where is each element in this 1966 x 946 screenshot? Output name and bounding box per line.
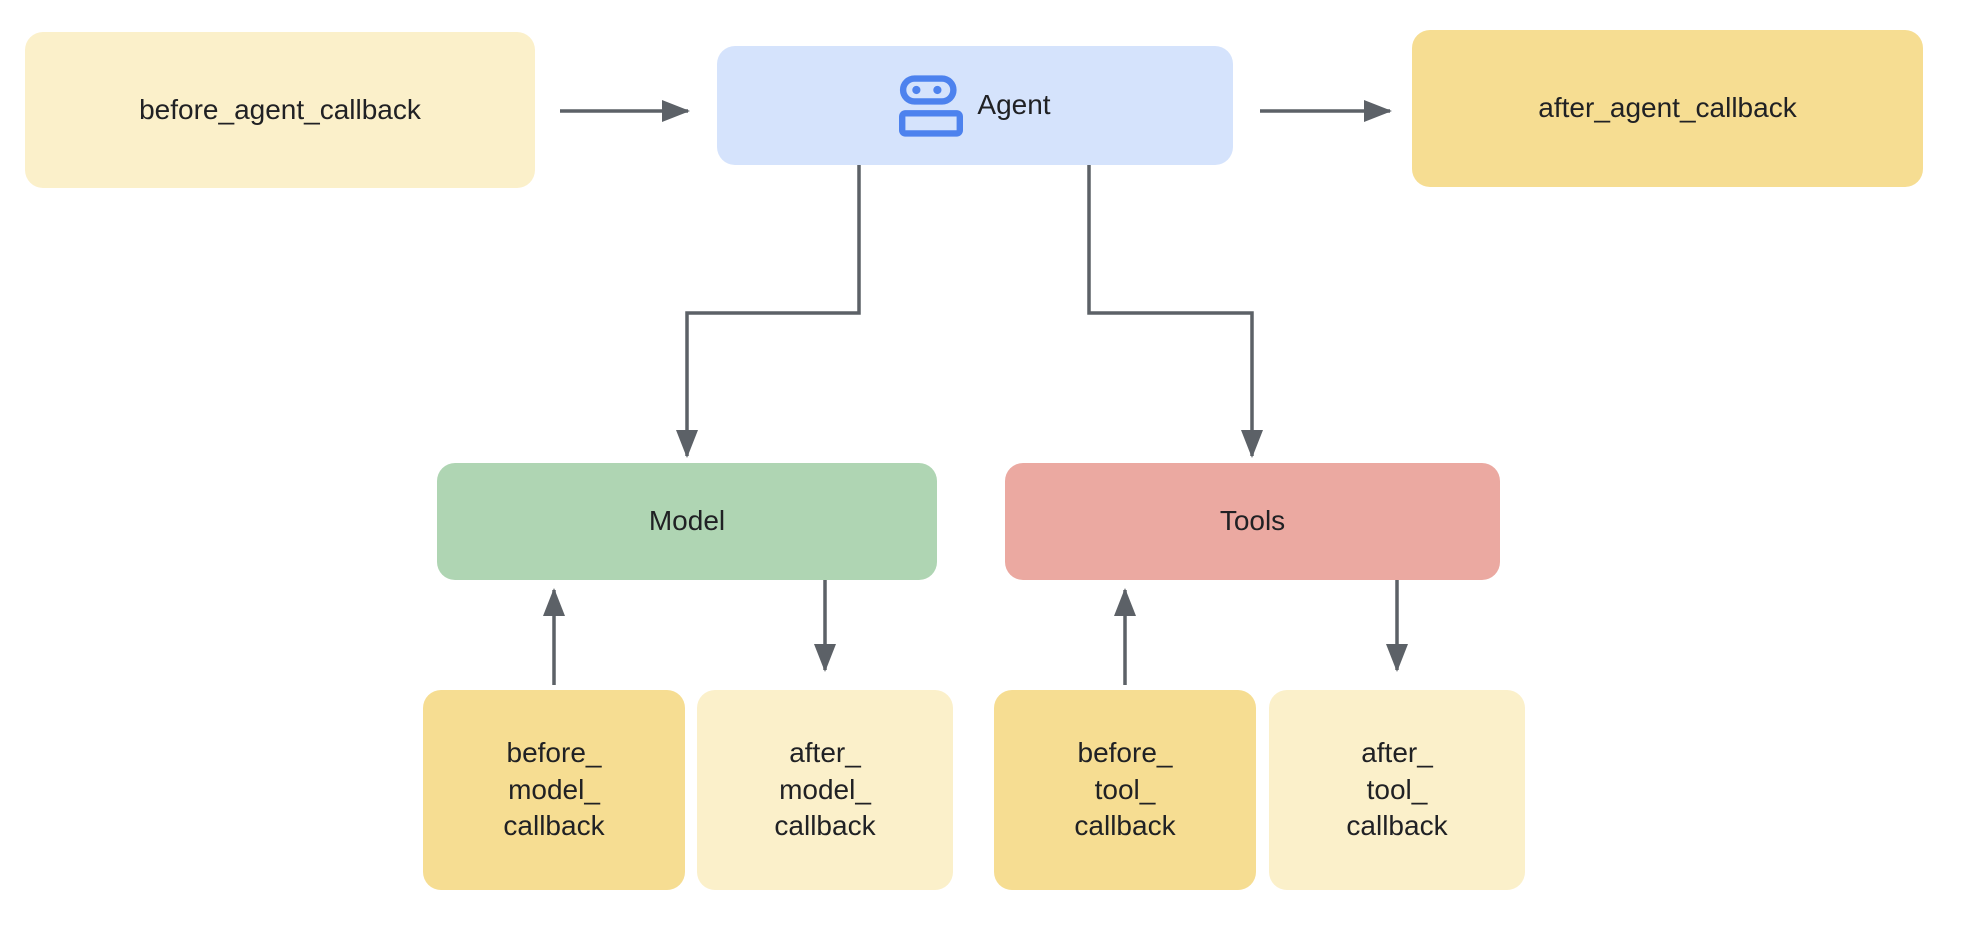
node-label: before_ tool_ callback xyxy=(1074,736,1176,842)
node-label: before_agent_callback xyxy=(139,93,421,125)
node-tools: Tools xyxy=(1005,463,1500,580)
node-label: Tools xyxy=(1219,505,1286,537)
node-model: Model xyxy=(437,463,937,580)
node-label: Model xyxy=(648,505,726,537)
node-before-model-callback: before_ model_ callback xyxy=(423,690,685,890)
arrow-agent-to-tools xyxy=(1087,165,1263,458)
node-after-agent-callback: after_agent_callback xyxy=(1412,30,1923,187)
robot-icon xyxy=(899,74,964,137)
node-after-tool-callback: after_ tool_ callback xyxy=(1269,690,1525,890)
node-after-model-callback: after_ model_ callback xyxy=(697,690,953,890)
node-label: after_agent_callback xyxy=(1538,92,1797,124)
node-label: after_ tool_ callback xyxy=(1346,736,1448,842)
node-before-tool-callback: before_ tool_ callback xyxy=(994,690,1256,890)
node-label: after_ model_ callback xyxy=(774,736,876,842)
node-label: Agent xyxy=(977,89,1051,121)
node-label: before_ model_ callback xyxy=(503,736,605,842)
node-before-agent-callback: before_agent_callback xyxy=(25,32,535,188)
node-agent: Agent xyxy=(717,46,1233,165)
arrow-agent-to-model xyxy=(676,165,861,458)
